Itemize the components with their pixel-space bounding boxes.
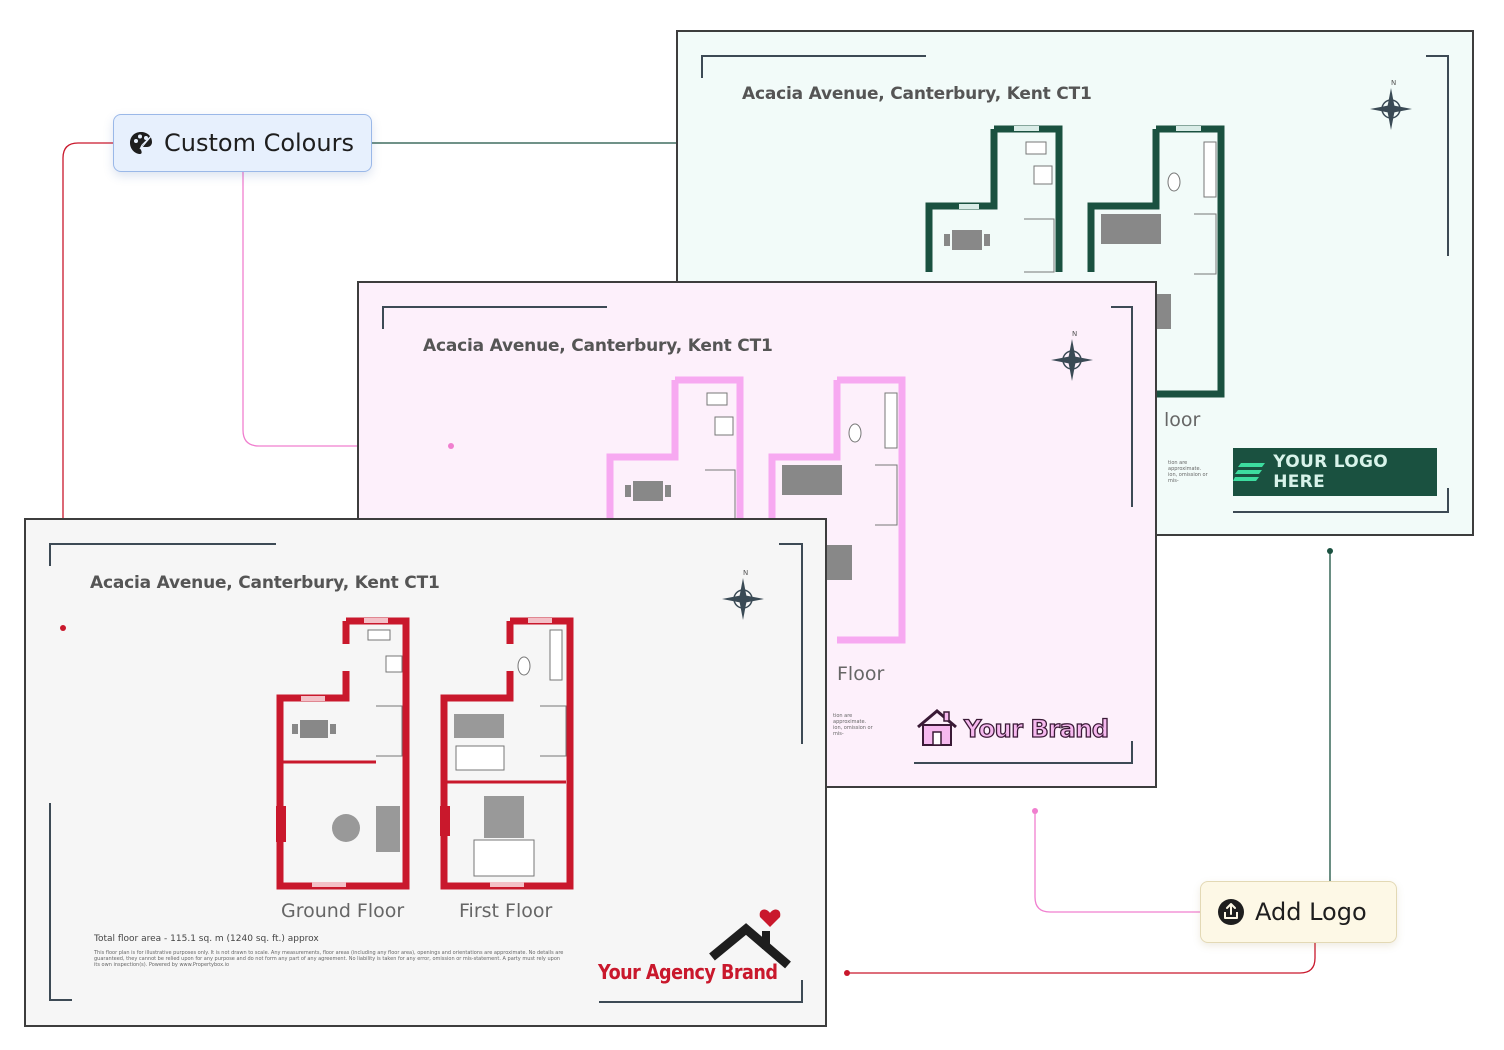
frame-corners — [382, 306, 1133, 764]
palette-icon — [128, 130, 154, 156]
property-address: Acacia Avenue, Canterbury, Kent CT1 — [423, 336, 773, 356]
brand-logo: Your Brand — [963, 714, 1109, 743]
brand-logo: Your Agency Brand — [598, 960, 778, 984]
floorplan-first-floor — [440, 617, 574, 890]
connector-logo-pink — [1034, 811, 1200, 913]
house-logo-icon — [917, 709, 957, 746]
disclaimer-fragment: tion are approximate.ion, omission or mi… — [1168, 460, 1208, 484]
floor-label: loor — [1164, 409, 1201, 431]
connector-dot — [1032, 808, 1038, 814]
custom-colours-callout[interactable]: Custom Colours — [113, 114, 372, 172]
compass-icon: N — [1051, 330, 1093, 381]
upload-icon — [1217, 898, 1245, 926]
house-roof-heart-icon — [709, 909, 791, 969]
ground-floor-label: Ground Floor — [281, 900, 405, 922]
logo-stripes-icon — [1233, 463, 1265, 481]
frame-corners — [701, 55, 1449, 513]
connector-dot — [1327, 548, 1333, 554]
total-floor-area: Total floor area - 115.1 sq. m (1240 sq.… — [94, 934, 319, 944]
floor-label: Floor — [837, 663, 885, 685]
custom-colours-label: Custom Colours — [164, 129, 354, 157]
floorplan-ground-floor — [606, 376, 744, 524]
frame-corners — [49, 543, 803, 1003]
floorplan-ground-floor — [276, 617, 410, 890]
property-address: Acacia Avenue, Canterbury, Kent CT1 — [90, 573, 440, 593]
logo-placeholder-text: YOUR LOGO HERE — [1273, 452, 1388, 492]
add-logo-callout[interactable]: Add Logo — [1200, 881, 1397, 943]
property-address: Acacia Avenue, Canterbury, Kent CT1 — [742, 84, 1092, 104]
floorplan-first-floor — [1087, 125, 1225, 398]
connector-dot — [844, 970, 850, 976]
disclaimer: This floor plan is for illustrative purp… — [94, 950, 564, 968]
brand-logo: YOUR LOGO HERE — [1233, 448, 1437, 496]
connector-logo-grey — [847, 943, 1316, 974]
svg-text:N: N — [1391, 79, 1396, 87]
svg-text:N: N — [743, 569, 748, 577]
first-floor-label: First Floor — [459, 900, 553, 922]
add-logo-label: Add Logo — [1255, 898, 1367, 926]
floorplan-ground-floor — [925, 125, 1063, 273]
compass-icon: N — [1370, 79, 1412, 130]
compass-icon: N — [722, 569, 764, 620]
floorplan-card-grey: Acacia Avenue, Canterbury, Kent CT1 N — [24, 518, 827, 1027]
floorplan-first-floor — [768, 376, 906, 644]
svg-text:N: N — [1072, 330, 1077, 338]
disclaimer-fragment: tion are approximate.ion, omission or mi… — [833, 713, 873, 737]
